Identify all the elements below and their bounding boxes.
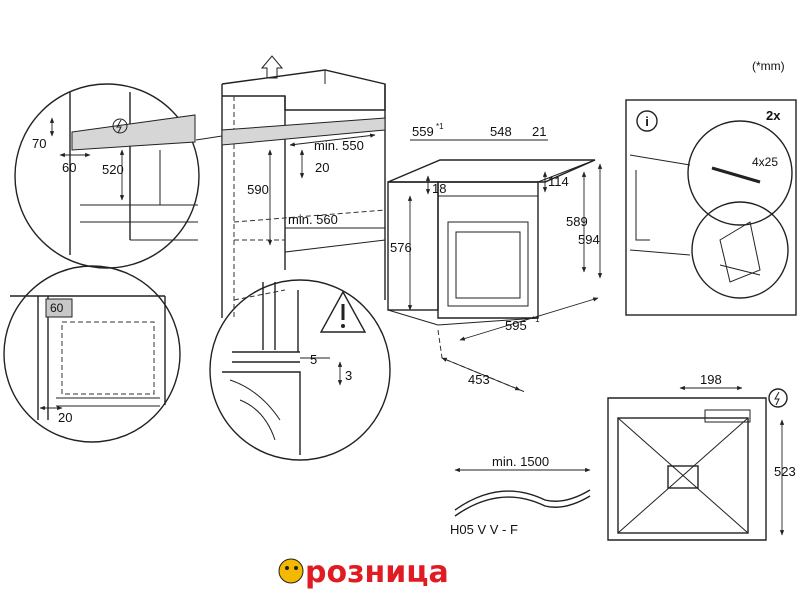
oven-depth-total-sup: *1 (436, 122, 444, 131)
oven-body-height: 576 (390, 240, 412, 255)
detail-top-d70: 70 (32, 136, 46, 151)
cable-type: H05 V V - F (450, 522, 518, 537)
oven-width: 595 (505, 318, 527, 333)
screw-size: 4x25 (752, 155, 778, 169)
detail-side-circle: 60 20 (3, 265, 181, 443)
oven-body: 559 *1 548 21 18 114 576 589 594 595 *1 … (387, 122, 603, 393)
oven-panel-height: 114 (548, 174, 569, 189)
brand-logo: розница (278, 554, 450, 591)
screw-info-panel: i 2x 4x25 (625, 99, 797, 316)
back-view-d198: 198 (700, 372, 722, 387)
warning-icon (319, 290, 367, 333)
power-outlet-icon (768, 388, 788, 408)
oven-height-589: 589 (566, 214, 588, 229)
up-arrow-icon (260, 55, 284, 79)
power-outlet-icon (112, 118, 128, 134)
oven-depth-body: 548 (490, 124, 512, 139)
detail-top-d520: 520 (102, 162, 124, 177)
svg-text:i: i (645, 114, 649, 129)
units-note: (*mm) (752, 59, 785, 73)
niche-min-depth-label: min. 550 (314, 138, 364, 153)
niche-min-width-label: min. 560 (288, 212, 338, 227)
oven-depth-total: 559 (412, 124, 434, 139)
niche-top-gap-label: 20 (315, 160, 329, 175)
detail-floor-circle: 5 3 (209, 279, 391, 461)
oven-height-594: 594 (578, 232, 600, 247)
screw-count: 2x (766, 108, 781, 123)
detail-floor-d3: 3 (345, 368, 352, 383)
oven-base-depth: 453 (468, 372, 490, 387)
power-cable: min. 1500 H05 V V - F (450, 454, 591, 537)
mascot-icon (278, 558, 304, 584)
oven-front-thickness: 21 (532, 124, 546, 139)
back-view-d523: 523 (774, 464, 796, 479)
cable-min-length: min. 1500 (492, 454, 549, 469)
back-view: 198 523 (607, 372, 796, 541)
oven-top-offset: 18 (432, 181, 446, 196)
niche-height-label: 590 (247, 182, 269, 197)
detail-side-d20: 20 (58, 410, 72, 425)
brand-name: розница (305, 555, 449, 590)
info-icon (636, 110, 658, 132)
detail-top-d60: 60 (62, 160, 76, 175)
detail-side-d60: 60 (50, 301, 64, 315)
oven-width-sup: *1 (532, 315, 540, 324)
detail-top-circle: 70 60 520 (14, 83, 223, 269)
detail-floor-d5: 5 (310, 352, 317, 367)
cabinet-niche: 590 20 min. 550 min. 560 (221, 55, 386, 318)
